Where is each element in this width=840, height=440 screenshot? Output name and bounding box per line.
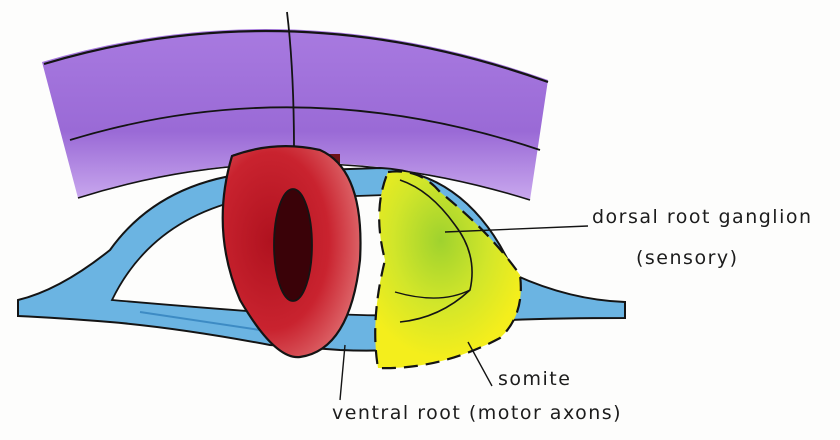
label-sensory: (sensory) (636, 249, 739, 268)
dorsal-root-ganglion (375, 171, 521, 368)
label-somite: somite (498, 370, 571, 389)
leader-line-ventral-root (340, 345, 345, 400)
label-ventral-root: ventral root (motor axons) (332, 404, 622, 423)
label-dorsal-root-ganglion: dorsal root ganglion (592, 208, 813, 227)
